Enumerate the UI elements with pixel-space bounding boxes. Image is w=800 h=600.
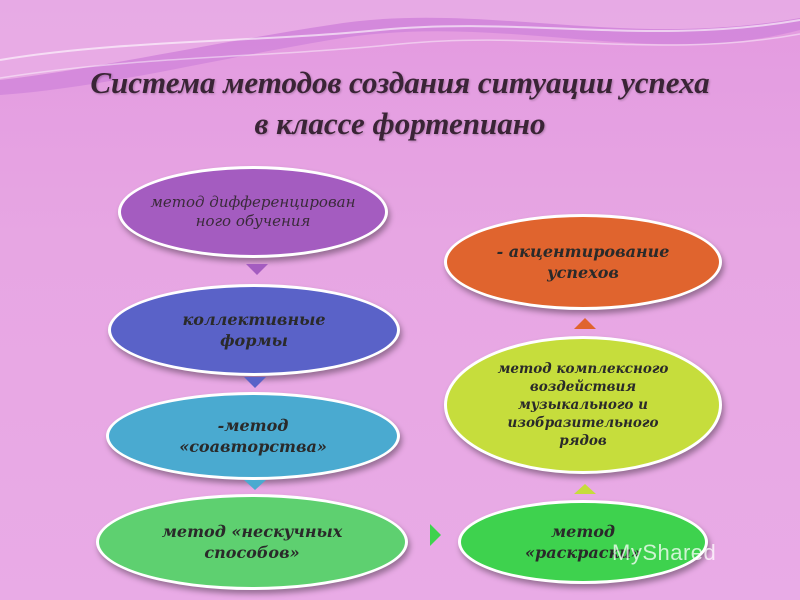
oval-coloring-method: метод «раскраски» [458,500,708,584]
oval-collective-forms-text: коллективные формы [182,310,326,350]
decorative-wave-header [0,0,800,95]
watermark-logo: MyShared [612,540,716,566]
arrow-up-1 [574,318,596,329]
oval-accenting-success: - акцентирование успехов [444,214,722,310]
oval-coauthorship-text: -метод «соавторства» [179,416,327,456]
arrow-down-3 [244,480,266,490]
watermark-text: MyShared [612,540,717,565]
oval-collective-forms: коллективные формы [108,284,400,376]
oval-accenting-success-text: - акцентирование успехов [496,242,670,282]
arrow-down-1 [246,264,268,275]
page-title: Система методов создания ситуации успеха… [0,62,800,144]
title-line-2: в классе фортепиано [254,106,546,141]
oval-differentiated-learning-text: метод дифференцирован ного обучения [150,193,356,230]
oval-coloring-method-text: метод «раскраски» [525,522,641,562]
title-line-1: Система методов создания ситуации успеха [90,65,710,100]
oval-complex-influence: метод комплексного воздействия музыкальн… [444,336,722,474]
oval-not-boring-ways-text: метод «нескучных способов» [161,522,343,562]
oval-differentiated-learning: метод дифференцирован ного обучения [118,166,388,258]
arrow-up-2 [574,484,596,494]
oval-complex-influence-text: метод комплексного воздействия музыкальн… [497,361,669,449]
oval-not-boring-ways: метод «нескучных способов» [96,494,408,590]
oval-coauthorship: -метод «соавторства» [106,392,400,480]
arrow-down-2 [244,377,266,388]
arrow-right-connector [430,524,441,546]
